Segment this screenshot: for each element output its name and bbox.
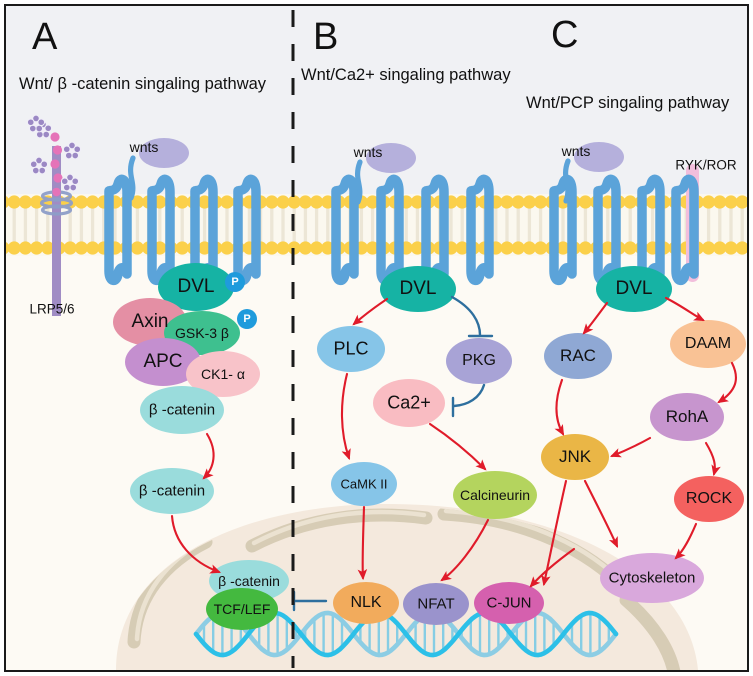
arrow-calcineurin-to-nfat <box>440 518 490 582</box>
protein-node-plc[interactable] <box>317 326 385 372</box>
protein-node-nlk[interactable] <box>333 582 399 624</box>
inhib-pkg-to-ca <box>452 383 486 408</box>
panel-letter-a: A <box>32 16 58 58</box>
panel-title-a: Wnt/ β -catenin singaling pathway <box>19 75 267 93</box>
frizzled-receptor <box>104 174 132 286</box>
protein-node-cjun[interactable] <box>474 582 544 624</box>
protein-node-dvl-b[interactable] <box>380 266 456 312</box>
arrow-cjun-in <box>529 547 576 588</box>
protein-node-rhoa[interactable] <box>650 393 724 441</box>
protein-node-ca2[interactable] <box>373 379 445 427</box>
panel-a-nodes <box>113 263 289 630</box>
arrow-jnk-to-nucleus <box>541 479 568 587</box>
arrow-rac-to-jnk <box>554 378 565 436</box>
protein-node-pkg[interactable] <box>446 338 512 384</box>
protein-node-tcf-lef[interactable] <box>206 588 278 630</box>
inhibition-arrows <box>291 295 494 612</box>
panel-b-nodes <box>317 266 544 625</box>
protein-node-bcat-cyto[interactable] <box>140 386 224 434</box>
wnt-ligand-oval <box>139 138 189 168</box>
phospho-badge-p1 <box>225 272 245 292</box>
arrow-bcat-to-nucleus <box>170 514 222 574</box>
panel-c-nodes <box>541 266 746 603</box>
label-wnts-c: wnts <box>561 143 591 159</box>
phospho-label-p2: P <box>243 313 251 325</box>
arrow-rhoa-to-jnk <box>609 436 652 458</box>
protein-node-camk2[interactable] <box>331 462 397 506</box>
frizzled-receptor <box>466 174 494 286</box>
arrow-camk-to-nlk <box>357 505 368 581</box>
arrow-bcat-to-free <box>202 432 215 480</box>
arrow-ca-to-calcineurin <box>428 422 487 471</box>
protein-node-bcat-free[interactable] <box>130 468 214 514</box>
panel-letter-c: C <box>551 14 579 56</box>
panel-title-b: Wnt/Ca2+ singaling pathway <box>301 66 511 84</box>
pathway-illustration <box>6 6 747 670</box>
arrow-dvl-to-rac <box>582 301 609 335</box>
frizzled-receptor <box>549 174 577 286</box>
label-ryk-ror: RYK/ROR <box>675 157 737 173</box>
arrow-daam-to-rhoa <box>717 361 737 404</box>
label-lrp5-6: LRP5/6 <box>29 301 75 317</box>
protein-node-apc[interactable] <box>125 338 201 386</box>
figure-frame: A Wnt/ β -catenin singaling pathway B Wn… <box>4 4 749 672</box>
protein-node-dvl-a[interactable] <box>158 263 234 311</box>
phospho-label-p1: P <box>231 276 239 288</box>
panel-letter-b: B <box>313 16 339 58</box>
wnt-ligand-oval <box>366 143 416 173</box>
lrp5-6-receptor <box>26 114 82 316</box>
lrp-propeller-group <box>26 114 82 192</box>
protein-node-ck1a[interactable] <box>186 351 260 397</box>
arrow-jnk-to-cyto <box>583 479 619 548</box>
protein-node-rac[interactable] <box>544 333 612 379</box>
arrow-rock-to-cyto <box>674 522 698 560</box>
arrow-dvl-to-plc <box>352 297 389 326</box>
wnt-ligand-oval <box>574 142 624 172</box>
protein-node-jnk[interactable] <box>541 434 609 480</box>
protein-node-daam[interactable] <box>670 320 746 368</box>
protein-node-cytoskeleton[interactable] <box>600 553 704 603</box>
signal-arrows <box>170 296 737 588</box>
protein-node-nfat[interactable] <box>403 583 469 625</box>
label-wnts-a: wnts <box>129 139 159 155</box>
protein-node-calcineurin[interactable] <box>453 471 537 519</box>
arrow-dvl-to-daam <box>664 296 705 322</box>
frizzled-receptor <box>671 174 699 286</box>
label-wnts-b: wnts <box>353 144 383 160</box>
phospho-badge-p2 <box>237 309 257 329</box>
inhib-dvl-to-pkg <box>450 295 482 337</box>
arrow-rhoa-to-rock <box>704 441 721 477</box>
protein-node-dvl-c[interactable] <box>596 266 672 312</box>
panel-title-c: Wnt/PCP singaling pathway <box>526 94 730 112</box>
arrow-plc-to-camk <box>340 372 351 461</box>
frizzled-receptor <box>331 174 359 286</box>
phosphorylation-marks <box>225 272 257 329</box>
protein-node-rock[interactable] <box>674 476 744 522</box>
